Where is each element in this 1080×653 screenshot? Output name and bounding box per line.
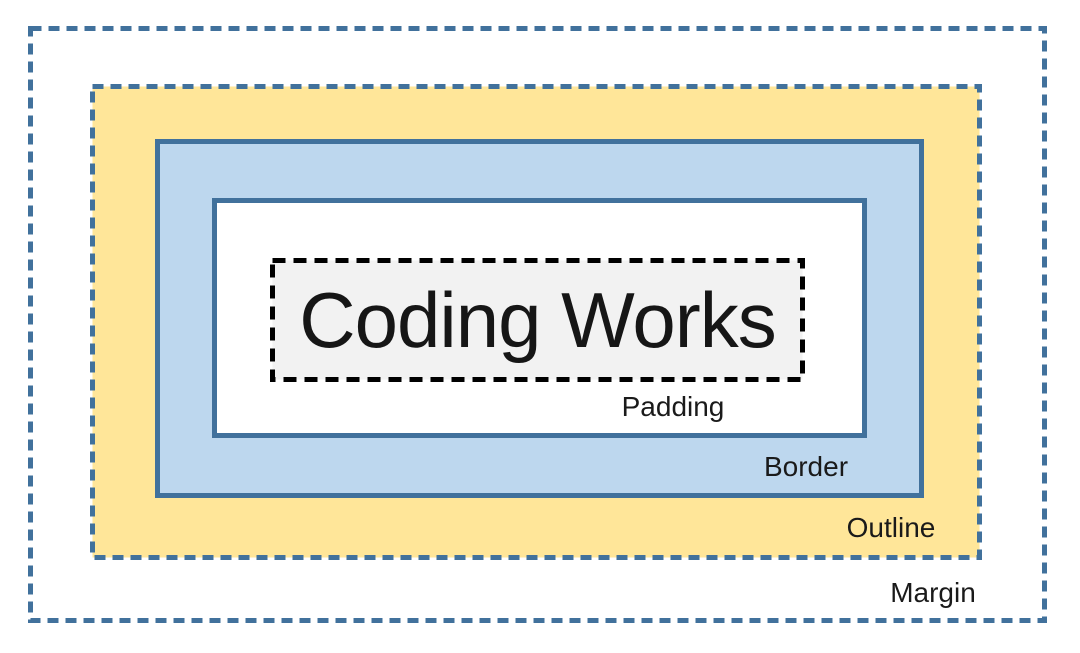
- padding-label: Padding: [621, 391, 725, 422]
- content-text: Coding Works: [299, 275, 776, 364]
- margin-box: [28, 26, 1047, 623]
- content-box: Coding Works: [270, 258, 805, 382]
- border-label: Border: [763, 451, 849, 482]
- margin-dash-rect: [28, 26, 1047, 623]
- margin-label: Margin: [890, 577, 976, 608]
- outline-label: Outline: [846, 512, 936, 543]
- content-dash-rect: [270, 258, 805, 382]
